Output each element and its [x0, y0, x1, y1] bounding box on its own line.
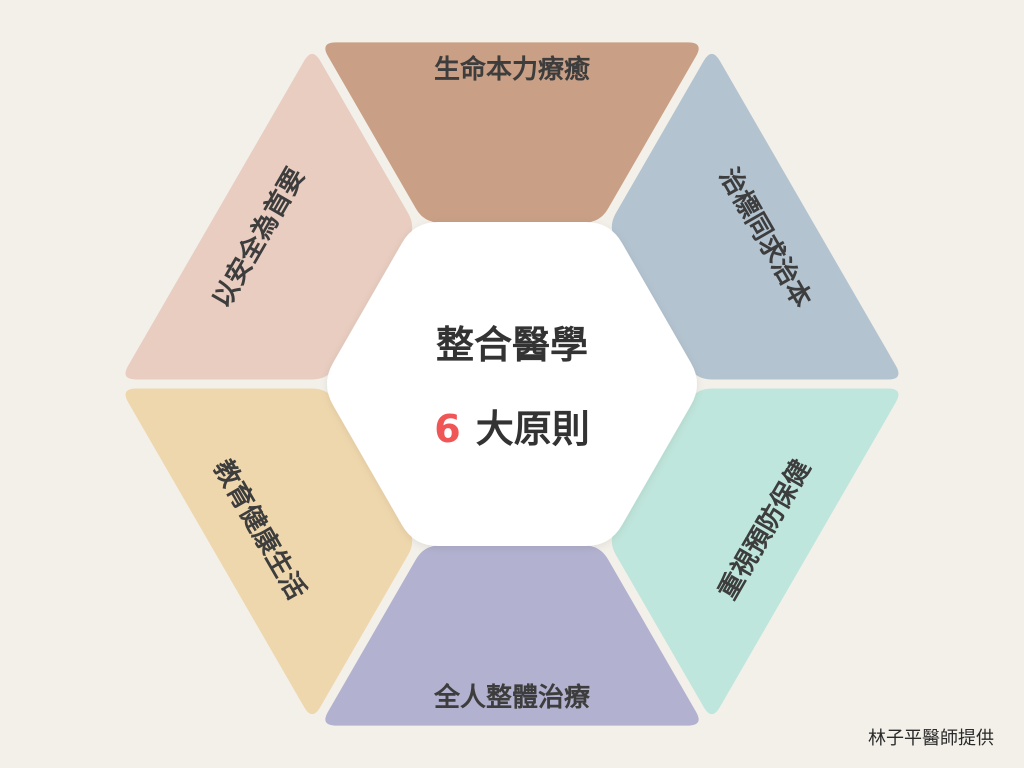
- center-subtitle-line: 6 大原則: [434, 407, 590, 451]
- principle-segment-bottom: 全人整體治療: [325, 545, 699, 726]
- principle-segment-top: 生命本力療癒: [325, 42, 699, 223]
- principle-segment-shape: [611, 388, 899, 715]
- center-number: 6: [434, 407, 460, 451]
- principle-label: 生命本力療癒: [434, 54, 590, 85]
- center-subtitle: 大原則: [476, 407, 590, 451]
- principle-label: 全人整體治療: [433, 682, 591, 713]
- principle-segment-shape: [325, 545, 699, 726]
- center-title: 整合醫學: [436, 323, 588, 367]
- principle-segment-upper-right: 治標同求治本: [611, 53, 899, 380]
- principle-segment-upper-left: 以安全為首要: [125, 53, 413, 380]
- center-hexagon: [327, 222, 697, 546]
- principle-segment-shape: [125, 388, 413, 715]
- principle-segment-shape: [611, 53, 899, 380]
- credit-text: 林子平醫師提供: [868, 728, 994, 749]
- principle-segment-shape: [325, 42, 699, 223]
- principle-segment-shape: [125, 53, 413, 380]
